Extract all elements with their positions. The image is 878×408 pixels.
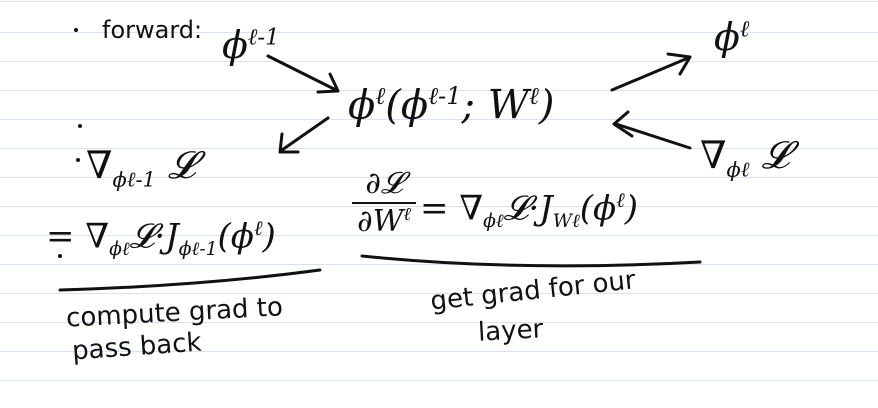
open-paren-phi: (ϕ xyxy=(217,216,254,257)
dot-operator: · xyxy=(528,188,540,229)
superscript-l-minus-1: ℓ-1 xyxy=(126,167,156,192)
nabla-symbol: ∇ xyxy=(85,216,110,257)
grad-loss-phi-prev: ∇ϕℓ-1 𝓛 xyxy=(86,146,196,191)
phi-symbol: ϕ xyxy=(714,15,740,59)
weight-symbol: W xyxy=(552,211,572,233)
open-paren-phi: (ϕ xyxy=(579,188,617,229)
arrow-backward-output xyxy=(280,116,330,152)
jacobian-symbol: J xyxy=(165,216,179,257)
phi-symbol: ϕ xyxy=(348,82,376,129)
layer-function: ϕℓ(ϕℓ-1; Wℓ) xyxy=(348,84,554,125)
superscript-l: ℓ xyxy=(740,157,750,182)
superscript-l: ℓ xyxy=(616,188,625,212)
arrow-forward-input xyxy=(266,54,338,92)
fraction-numerator: ∂𝓛 xyxy=(365,166,403,201)
forward-label: forward: xyxy=(102,16,203,44)
close-paren: ) xyxy=(538,82,555,129)
fraction-bar xyxy=(352,201,416,204)
arrow-forward-output xyxy=(610,56,690,92)
grad-loss-phi-l: ∇ϕℓ 𝓛 xyxy=(700,136,789,181)
loss-symbol: 𝓛 xyxy=(503,188,529,229)
weight-symbol: W xyxy=(487,82,529,129)
loss-symbol: 𝓛 xyxy=(761,133,790,177)
open-paren: ( xyxy=(385,82,401,129)
semicolon: ; xyxy=(461,82,475,129)
partial-w: ∂W xyxy=(357,203,404,239)
nabla-symbol: ∇ xyxy=(700,133,727,177)
phi-symbol: ϕ xyxy=(483,211,496,233)
ink-dot xyxy=(78,124,82,128)
backprop-expression: = ∇ϕℓ𝓛·Jϕℓ-1(ϕℓ) xyxy=(46,218,276,260)
close-paren: ) xyxy=(624,188,639,229)
superscript-l: ℓ xyxy=(495,211,504,233)
partial-loss-weight-fraction: ∂𝓛 ∂Wℓ xyxy=(352,168,416,237)
phi-symbol: ϕ xyxy=(109,239,122,261)
jacobian-symbol: J xyxy=(539,188,553,229)
ink-dot xyxy=(76,158,80,162)
arrow-backward-input xyxy=(614,122,692,150)
phi-prev-output: ϕℓ-1 xyxy=(222,26,280,64)
equals-sign: = xyxy=(46,216,75,257)
superscript-l: ℓ xyxy=(375,82,386,110)
phi-symbol: ϕ xyxy=(112,167,127,192)
close-paren: ) xyxy=(262,216,276,257)
superscript-l: ℓ xyxy=(739,16,750,43)
phi-symbol: ϕ xyxy=(178,239,192,261)
arrow-backward-input-head xyxy=(612,110,634,138)
weight-gradient-expression: = ∇ϕℓ𝓛·JWℓ(ϕℓ) xyxy=(420,190,638,232)
superscript-l: ℓ xyxy=(121,239,130,261)
nabla-symbol: ∇ xyxy=(86,143,113,187)
nabla-symbol: ∇ xyxy=(459,188,484,229)
superscript-l: ℓ xyxy=(572,211,580,233)
loss-symbol: 𝓛 xyxy=(167,143,196,187)
dot-operator: · xyxy=(154,216,166,257)
superscript-l-minus-1: ℓ-1 xyxy=(247,24,280,51)
underline-left xyxy=(58,268,322,292)
equals-sign: = xyxy=(420,188,449,229)
superscript-l: ℓ xyxy=(528,82,539,110)
phi-symbol: ϕ xyxy=(222,23,248,67)
underline-right xyxy=(360,254,702,268)
ink-dot xyxy=(58,254,62,258)
arrow-forward-input-head xyxy=(316,72,340,94)
phi-layer-output: ϕℓ xyxy=(714,18,749,56)
superscript-l-minus-1: ℓ-1 xyxy=(191,239,218,261)
superscript-l: ℓ xyxy=(253,216,263,240)
superscript-l: ℓ xyxy=(403,203,411,225)
ink-dot xyxy=(74,28,78,32)
fraction-denominator: ∂Wℓ xyxy=(352,203,416,239)
arrow-backward-output-head xyxy=(278,132,300,154)
phi-symbol: ϕ xyxy=(726,157,741,182)
loss-symbol: 𝓛 xyxy=(129,216,155,257)
phi-symbol: ϕ xyxy=(400,82,429,129)
superscript-l-minus-1: ℓ-1 xyxy=(428,82,462,110)
arrow-forward-output-head xyxy=(666,52,692,76)
